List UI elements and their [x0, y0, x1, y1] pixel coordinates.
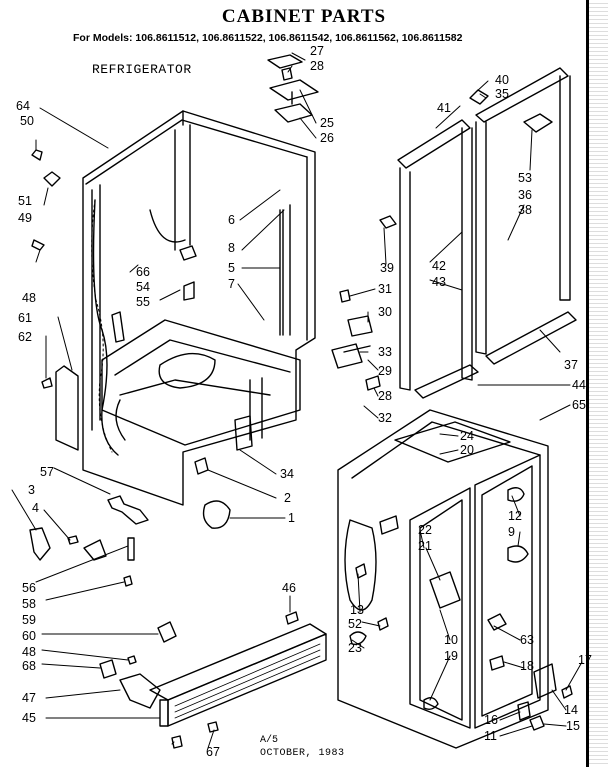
callout-53: 53 [518, 171, 532, 185]
callout-64: 64 [16, 99, 30, 113]
callout-52: 52 [348, 617, 362, 631]
callout-45: 45 [22, 711, 36, 725]
callout-50: 50 [20, 114, 34, 128]
callout-7: 7 [228, 277, 235, 291]
callout-51: 51 [18, 194, 32, 208]
callout-25: 25 [320, 116, 334, 130]
callout-numbers: 27 28 40 35 41 25 26 64 50 51 49 53 36 3… [16, 44, 592, 759]
callout-6: 6 [228, 213, 235, 227]
callout-2: 2 [284, 491, 291, 505]
callout-14: 14 [564, 703, 578, 717]
callout-27: 27 [310, 44, 324, 58]
section-label: REFRIGERATOR [92, 62, 192, 77]
callout-15: 15 [566, 719, 580, 733]
callout-34: 34 [280, 467, 294, 481]
callout-65: 65 [572, 398, 586, 412]
top-hinge-assembly [267, 54, 319, 123]
callout-1: 1 [288, 511, 295, 525]
callout-21: 21 [418, 539, 432, 553]
callout-41: 41 [437, 101, 451, 115]
callout-4: 4 [32, 501, 39, 515]
callout-57: 57 [40, 465, 54, 479]
callout-22: 22 [418, 523, 432, 537]
callout-30: 30 [378, 305, 392, 319]
callout-18: 18 [520, 659, 534, 673]
callout-3: 3 [28, 483, 35, 497]
callout-58: 58 [22, 597, 36, 611]
callout-62: 62 [18, 330, 32, 344]
middle-hinge-parts [331, 289, 381, 391]
page-edge [586, 0, 589, 767]
callout-19: 19 [444, 649, 458, 663]
lower-left-parts [29, 495, 327, 749]
callout-8: 8 [228, 241, 235, 255]
callout-49: 49 [18, 211, 32, 225]
footer-date: OCTOBER, 1983 [260, 748, 345, 759]
callout-5: 5 [228, 261, 235, 275]
callout-31: 31 [378, 282, 392, 296]
callout-55: 55 [136, 295, 150, 309]
door-gaskets [379, 67, 577, 399]
callout-16: 16 [484, 713, 498, 727]
callout-54: 54 [136, 280, 150, 294]
callout-44: 44 [572, 378, 586, 392]
model-numbers: For Models: 106.8611512, 106.8611522, 10… [73, 32, 463, 44]
callout-40: 40 [495, 73, 509, 87]
callout-43: 43 [432, 275, 446, 289]
callout-9: 9 [508, 525, 515, 539]
callout-28b: 28 [378, 389, 392, 403]
callout-12: 12 [508, 509, 522, 523]
callout-46: 46 [282, 581, 296, 595]
callout-10: 10 [444, 633, 458, 647]
left-small-parts [31, 149, 253, 529]
callout-63: 63 [520, 633, 534, 647]
callout-17: 17 [578, 653, 592, 667]
callout-35: 35 [495, 87, 509, 101]
callout-68: 68 [22, 659, 36, 673]
page-edge-shadow [589, 0, 608, 767]
callout-29: 29 [378, 364, 392, 378]
footer-code: A/5 [260, 735, 279, 746]
callout-28: 28 [310, 59, 324, 73]
callout-59: 59 [22, 613, 36, 627]
callout-48b: 48 [22, 645, 36, 659]
callout-32: 32 [378, 411, 392, 425]
callout-33: 33 [378, 345, 392, 359]
callout-47: 47 [22, 691, 36, 705]
callout-37: 37 [564, 358, 578, 372]
callout-48: 48 [22, 291, 36, 305]
callout-38: 38 [518, 203, 532, 217]
callout-24: 24 [460, 429, 474, 443]
callout-11: 11 [484, 729, 497, 743]
callout-56: 56 [22, 581, 36, 595]
callout-20: 20 [460, 443, 474, 457]
callout-61: 61 [18, 311, 32, 325]
callout-42: 42 [432, 259, 446, 273]
callout-67: 67 [206, 745, 220, 759]
callout-39: 39 [380, 261, 394, 275]
leader-lines [11, 52, 583, 749]
callout-26: 26 [320, 131, 334, 145]
callout-36: 36 [518, 188, 532, 202]
upper-cabinet-shell [82, 110, 316, 506]
callout-66: 66 [136, 265, 150, 279]
callout-60: 60 [22, 629, 36, 643]
callout-23: 23 [348, 641, 362, 655]
callout-13: 13 [350, 603, 364, 617]
diagram-title: CABINET PARTS [221, 6, 387, 27]
lower-cabinet-shell [337, 409, 549, 749]
